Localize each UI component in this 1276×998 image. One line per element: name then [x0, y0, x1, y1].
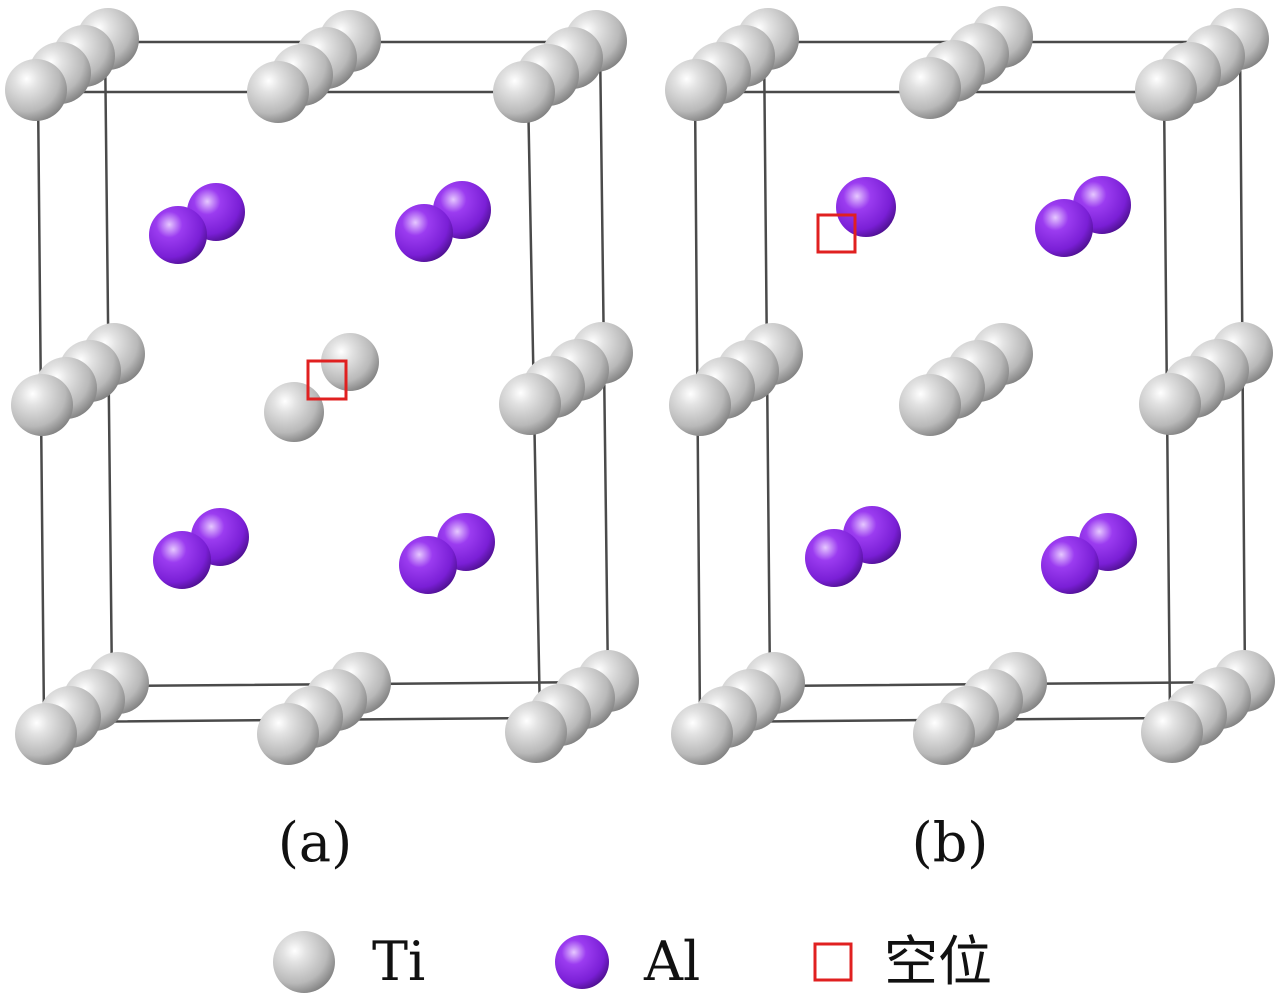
ti-atom [493, 61, 555, 123]
ti-atom [671, 703, 733, 765]
ti-atom [499, 373, 561, 435]
ti-atom [264, 382, 324, 442]
ti-atom [247, 61, 309, 123]
al-atom [1041, 536, 1099, 594]
ti-atom [899, 57, 961, 119]
al-atom [395, 204, 453, 262]
al-atom [1035, 199, 1093, 257]
ti-atom [257, 703, 319, 765]
vacancy-marker [816, 213, 857, 254]
panel-b-caption: (b) [911, 811, 989, 874]
ti-atom [669, 374, 731, 436]
atoms [5, 8, 639, 765]
ti-atom [5, 59, 67, 121]
panel-b [665, 6, 1275, 765]
ti-atom [899, 374, 961, 436]
legend-vacancy-label: 空位 [884, 930, 992, 993]
al-atom [836, 177, 896, 237]
atoms [665, 6, 1275, 765]
ti-atom [11, 374, 73, 436]
ti-atom [321, 333, 379, 391]
legend [273, 931, 853, 993]
al-atom [153, 531, 211, 589]
legend-al-label: Al [644, 930, 701, 993]
al-atom [805, 529, 863, 587]
panel-a [5, 8, 639, 765]
red-square-icon [813, 942, 853, 982]
legend-ti-label: Ti [372, 930, 426, 993]
ti-atom [913, 703, 975, 765]
ti-atom [1139, 373, 1201, 435]
ti-atom [15, 703, 77, 765]
purple-sphere-icon [555, 935, 609, 989]
ti-atom [1135, 59, 1197, 121]
vacancy-marker [306, 359, 348, 401]
panel-a-caption: (a) [277, 811, 353, 874]
gray-sphere-icon [273, 931, 335, 993]
ti-atom [505, 701, 567, 763]
al-atom [149, 206, 207, 264]
al-atom [399, 536, 457, 594]
ti-atom [665, 59, 727, 121]
ti-atom [1141, 701, 1203, 763]
